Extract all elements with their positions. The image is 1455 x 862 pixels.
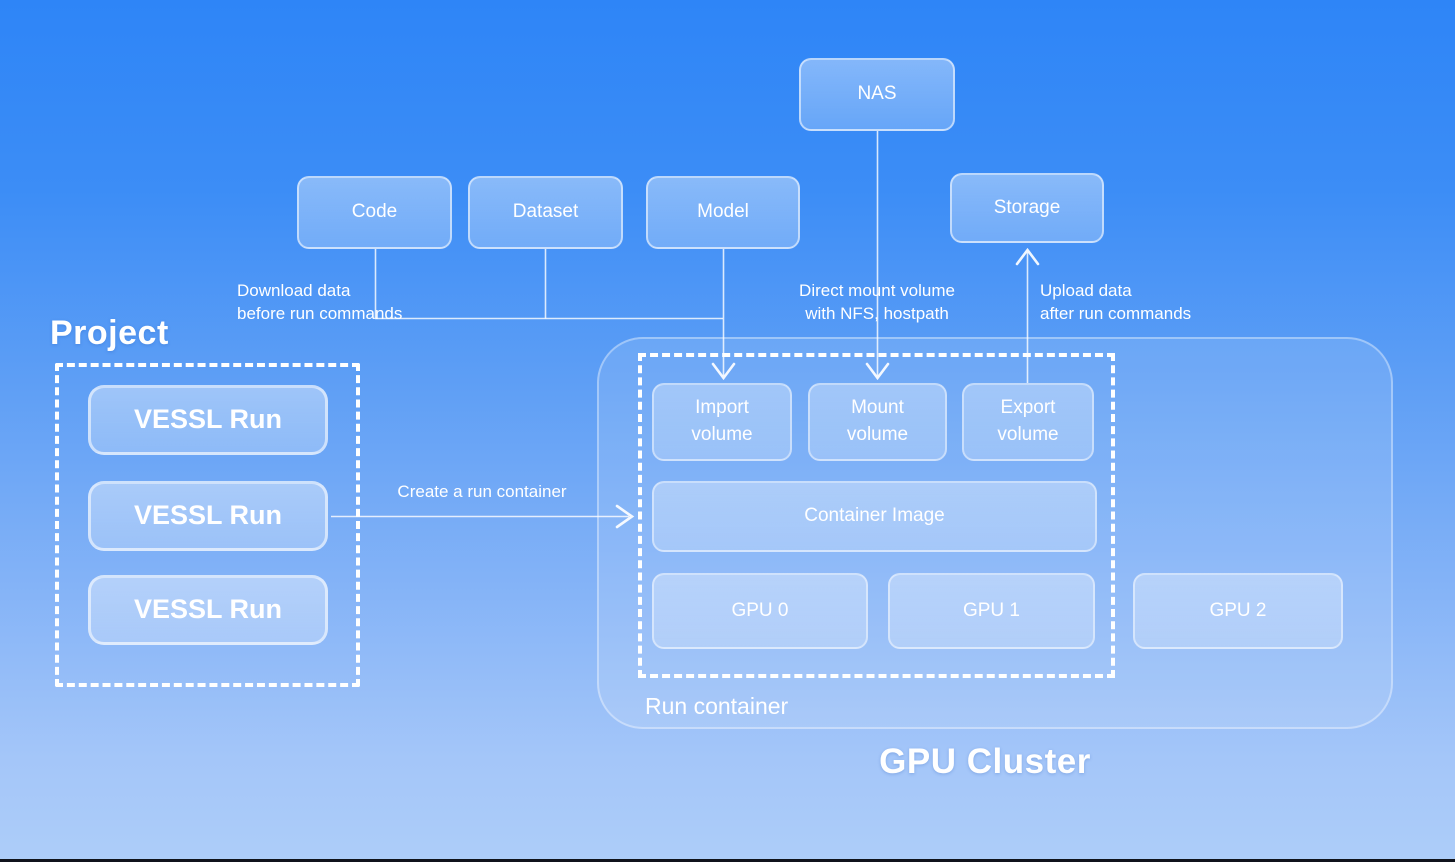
annotation-upload-line2: after run commands	[1040, 304, 1192, 323]
storage-label: Storage	[993, 196, 1061, 218]
export-volume-node: Export volume	[962, 383, 1094, 461]
gpu0-node: GPU 0	[652, 573, 868, 649]
mount-volume-node: Mount volume	[808, 383, 947, 461]
annotation-download-data: Download data before run commands	[237, 279, 402, 325]
model-node: Model	[646, 176, 800, 249]
connector-vessl-run-to-container	[331, 504, 635, 529]
bottom-edge-strip	[0, 859, 1455, 862]
container-image-label: Container Image	[804, 505, 945, 527]
annotation-direct-mount: Direct mount volume with NFS, hostpath	[757, 279, 997, 325]
code-label: Code	[351, 201, 398, 223]
annotation-upload-line1: Upload data	[1040, 281, 1132, 300]
gpu0-label: GPU 0	[731, 599, 789, 621]
mount-volume-label: Mount volume	[846, 397, 909, 445]
annotation-create-run-container: Create a run container	[397, 482, 567, 501]
project-dashed-box	[55, 363, 360, 687]
container-image-node: Container Image	[652, 481, 1097, 552]
annotation-download-line1: Download data	[237, 281, 351, 300]
vessl-run-label-2: VESSL Run	[133, 500, 283, 531]
storage-node: Storage	[950, 173, 1104, 243]
dataset-node: Dataset	[468, 176, 623, 249]
dataset-label: Dataset	[512, 201, 579, 223]
vessl-run-node-1: VESSL Run	[88, 385, 328, 455]
vessl-run-label-3: VESSL Run	[133, 594, 283, 625]
annotation-upload-data: Upload data after run commands	[1040, 279, 1191, 325]
nas-label: NAS	[857, 83, 897, 105]
gpu-cluster-title: GPU Cluster	[879, 742, 1091, 781]
export-volume-label: Export volume	[997, 397, 1059, 445]
nas-node: NAS	[799, 58, 955, 131]
gpu2-label: GPU 2	[1209, 599, 1267, 621]
gpu2-node: GPU 2	[1133, 573, 1343, 649]
gpu1-node: GPU 1	[888, 573, 1095, 649]
import-volume-node: Import volume	[652, 383, 792, 461]
model-label: Model	[697, 201, 749, 223]
gpu-cluster-box	[597, 337, 1393, 729]
project-title: Project	[50, 314, 169, 352]
import-volume-label: Import volume	[691, 397, 753, 445]
code-node: Code	[297, 176, 452, 249]
annotation-download-line2: before run commands	[237, 304, 403, 323]
vessl-run-node-2: VESSL Run	[88, 481, 328, 551]
run-container-dashed-box	[638, 353, 1115, 678]
vessl-run-label-1: VESSL Run	[133, 404, 283, 435]
run-container-label: Run container	[645, 693, 789, 719]
gpu1-label: GPU 1	[962, 599, 1021, 621]
annotation-direct-mount-line2: with NFS, hostpath	[805, 304, 949, 323]
vessl-run-node-3: VESSL Run	[88, 575, 328, 645]
annotation-direct-mount-line1: Direct mount volume	[799, 281, 955, 300]
